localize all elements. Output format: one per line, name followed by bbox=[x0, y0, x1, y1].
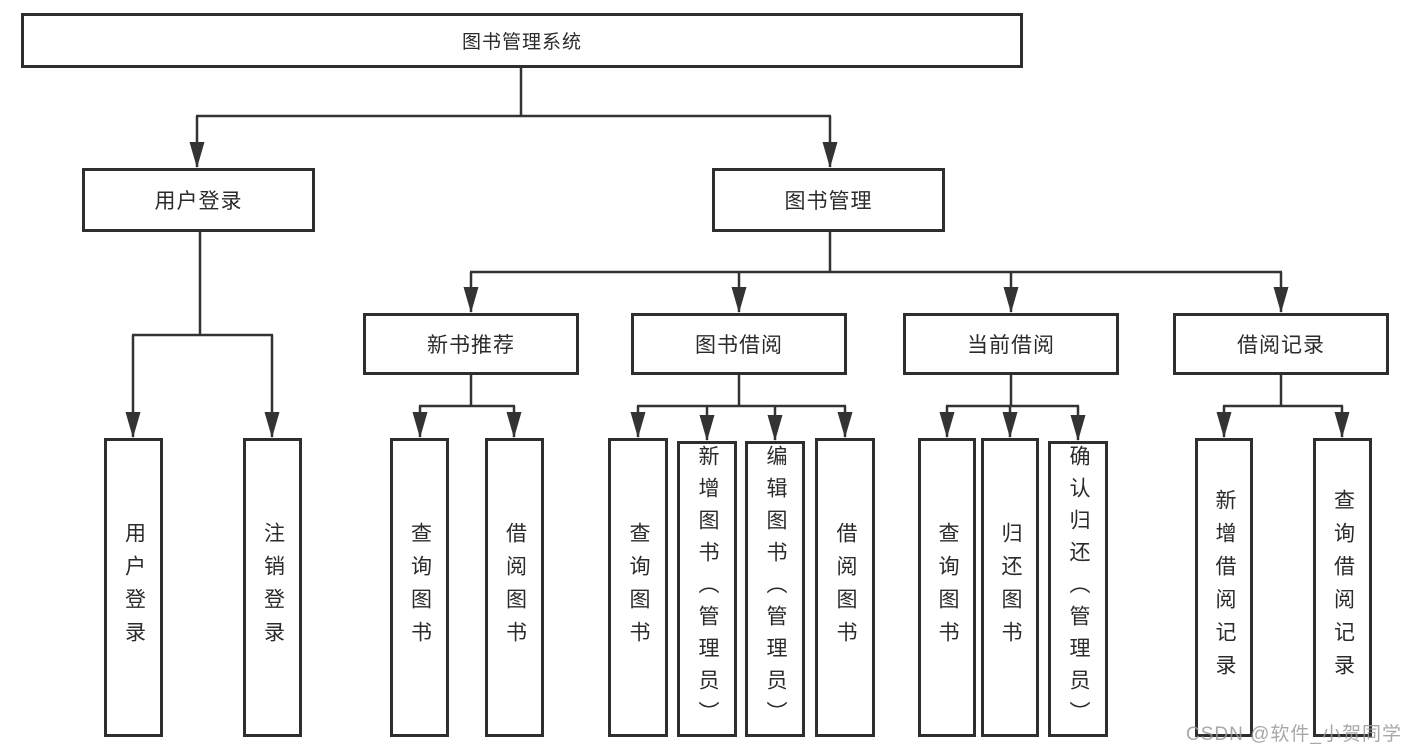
leaf-return-books: 归还图书 bbox=[981, 438, 1039, 737]
leaf-borrowing-query-books: 查询图书 bbox=[608, 438, 668, 737]
node-book-management-branch: 图书管理 bbox=[712, 168, 945, 232]
leaf-logout: 注销登录 bbox=[243, 438, 302, 737]
leaf-edit-books-admin: 编辑图书（管理员） bbox=[745, 441, 805, 737]
leaf-recommend-borrow-books: 借阅图书 bbox=[485, 438, 544, 737]
leaf-add-borrow-record: 新增借阅记录 bbox=[1195, 438, 1253, 737]
leaf-borrowing-borrow-books: 借阅图书 bbox=[815, 438, 875, 737]
node-library-management-system: 图书管理系统 bbox=[21, 13, 1023, 68]
node-new-book-recommendation: 新书推荐 bbox=[363, 313, 579, 375]
node-current-borrowing: 当前借阅 bbox=[903, 313, 1119, 375]
leaf-query-borrow-record: 查询借阅记录 bbox=[1313, 438, 1372, 737]
node-borrowing-records: 借阅记录 bbox=[1173, 313, 1389, 375]
leaf-confirm-return-admin: 确认归还（管理员） bbox=[1048, 441, 1108, 737]
leaf-user-login: 用户登录 bbox=[104, 438, 163, 737]
leaf-add-books-admin: 新增图书（管理员） bbox=[677, 441, 737, 737]
watermark: CSDN @软件_小贺同学 bbox=[1186, 724, 1402, 745]
node-user-login-branch: 用户登录 bbox=[82, 168, 315, 232]
node-book-borrowing: 图书借阅 bbox=[631, 313, 847, 375]
leaf-current-query-books: 查询图书 bbox=[918, 438, 976, 737]
leaf-recommend-query-books: 查询图书 bbox=[390, 438, 449, 737]
